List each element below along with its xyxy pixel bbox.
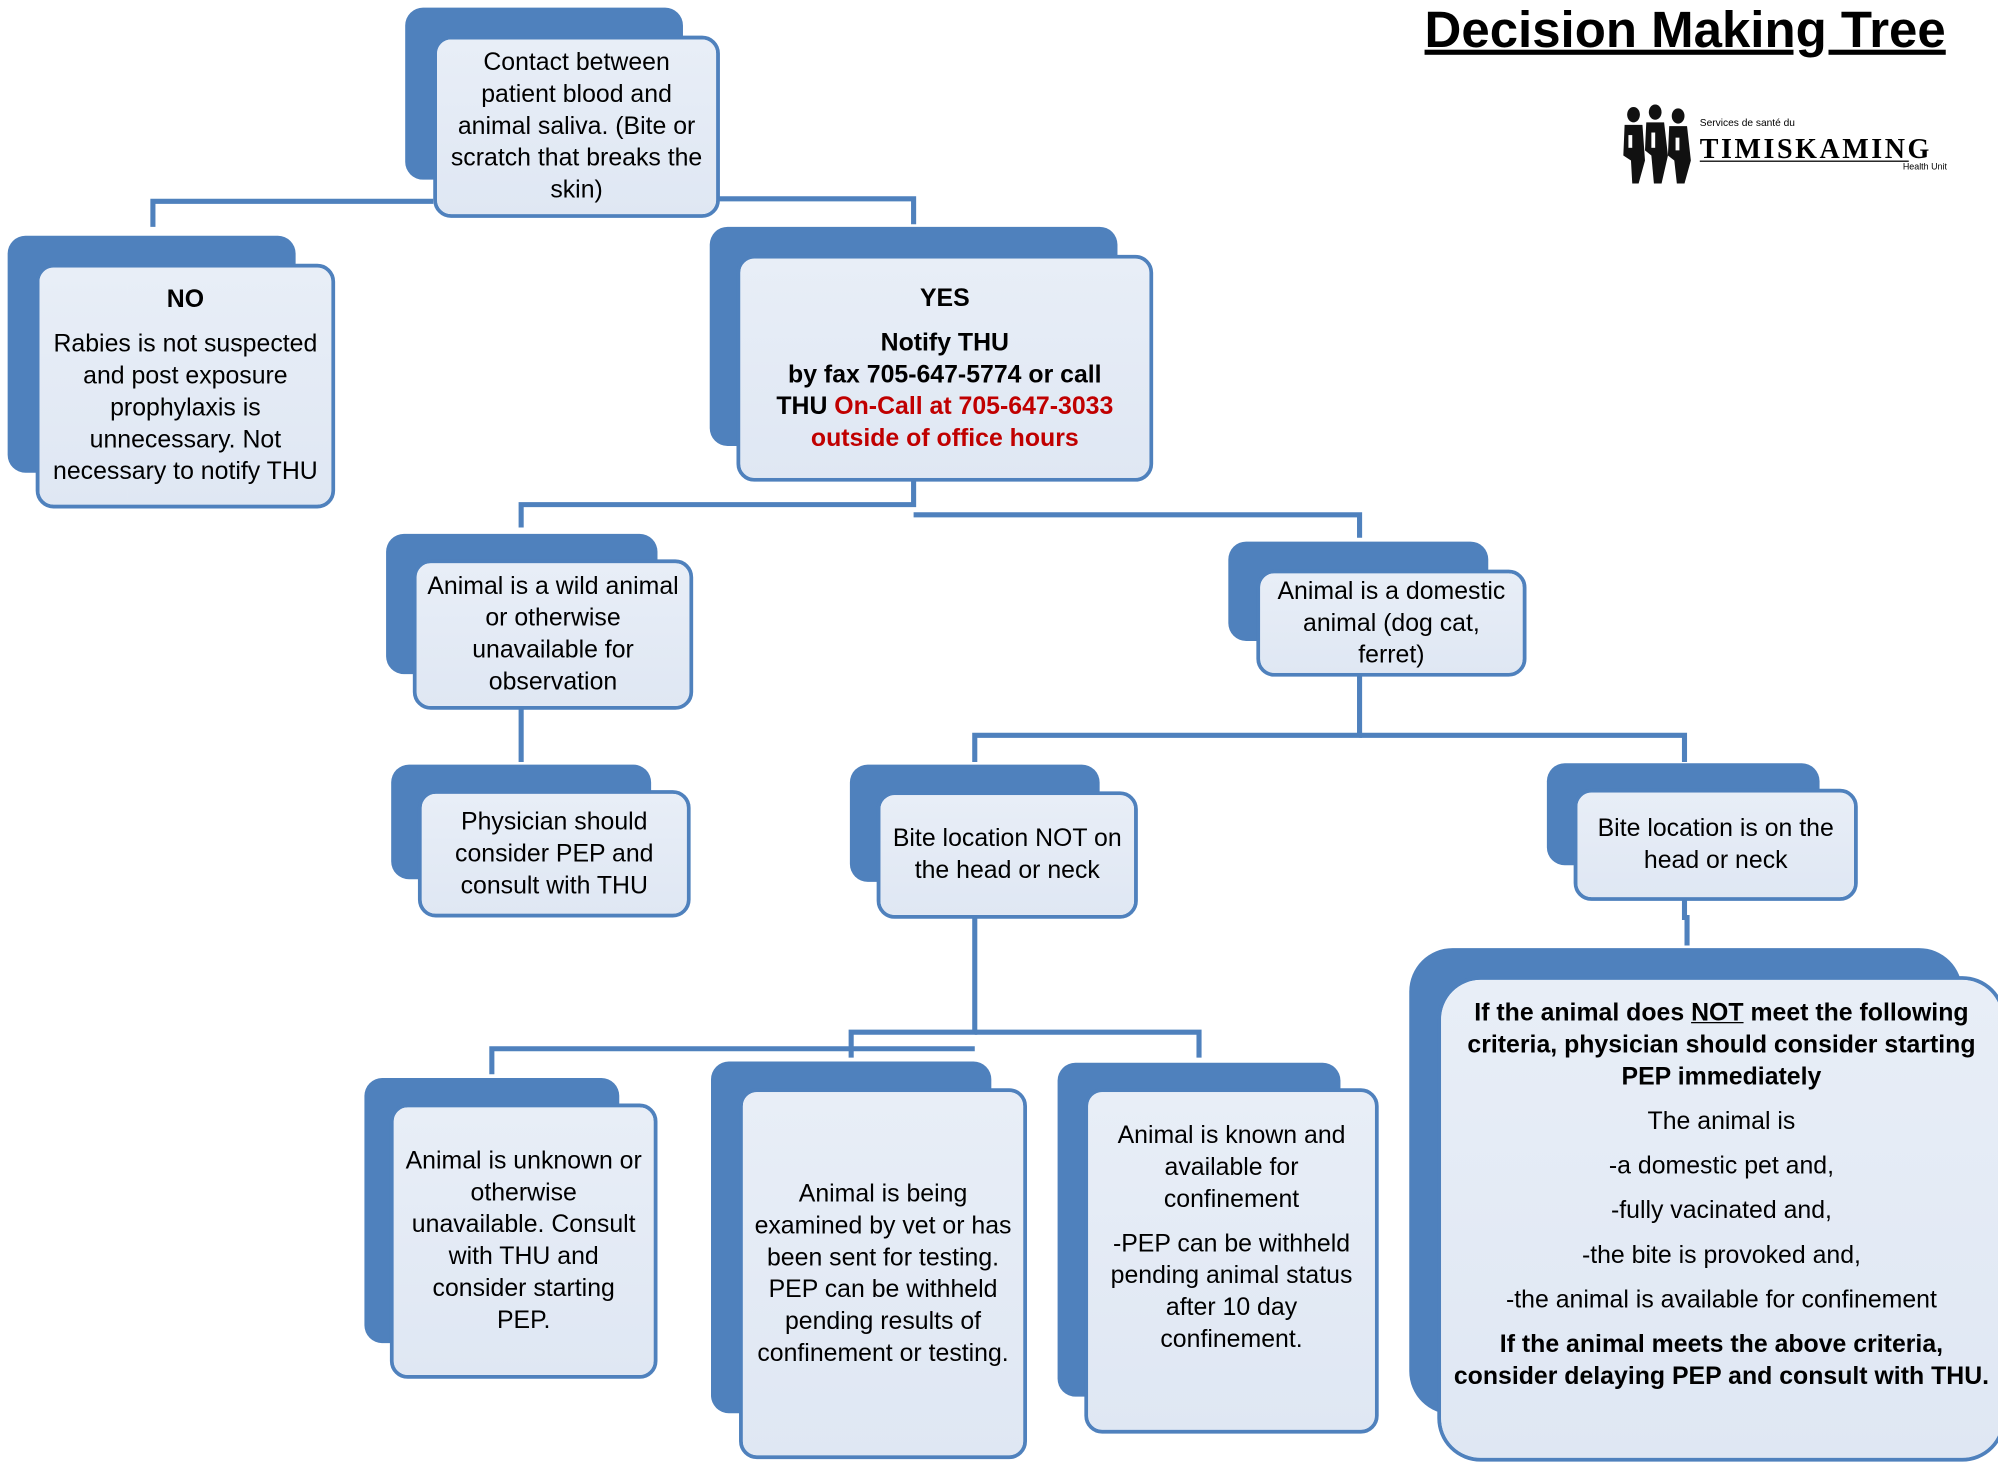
people-figures-icon xyxy=(1623,104,1691,184)
node-yes-line3-prefix: THU xyxy=(776,391,835,420)
connector-nothead-unknown xyxy=(489,1046,975,1075)
node-yes: YES Notify THU by fax 705-647-5774 or ca… xyxy=(709,226,1154,482)
criteria-item: -the bite is provoked and, xyxy=(1581,1241,1861,1270)
node-wild-text: Animal is a wild animal or otherwise una… xyxy=(427,572,679,696)
connector-yes-domestic xyxy=(913,512,1363,538)
connector-contact-yes xyxy=(713,196,917,225)
logo-bottom-line: Health Unit xyxy=(1902,163,1947,173)
logo-name: TIMISKAMING xyxy=(1699,132,1932,165)
node-no-heading: NO xyxy=(166,285,205,314)
node-contact: Contact between patient blood and animal… xyxy=(405,7,720,218)
node-domestic: Animal is a domestic animal (dog cat, fe… xyxy=(1228,541,1527,677)
criteria-intro-prefix: If the animal does xyxy=(1474,999,1692,1028)
criteria-intro-not: NOT xyxy=(1691,999,1744,1028)
node-examined-text: Animal is being examined by vet or has b… xyxy=(754,1179,1012,1367)
node-unknown-text: Animal is unknown or otherwise unavailab… xyxy=(405,1146,642,1335)
connector-contact-no xyxy=(150,198,434,227)
connector-domestic-split xyxy=(972,675,1363,763)
node-known: Animal is known and available for confin… xyxy=(1057,1062,1379,1434)
node-bite-head-text: Bite location is on the head or neck xyxy=(1597,814,1834,875)
node-yes-line2: by fax 705-647-5774 or call xyxy=(788,359,1102,389)
node-criteria: If the animal does NOT meet the followin… xyxy=(1409,948,1998,1462)
connector-head-criteria xyxy=(1681,899,1690,946)
node-contact-text: Contact between patient blood and animal… xyxy=(450,48,703,204)
connector-nothead-known xyxy=(974,1029,1202,1058)
criteria-conclusion: If the animal meets the above criteria, … xyxy=(1453,1330,1990,1391)
node-bite-not-head: Bite location NOT on the head or neck xyxy=(849,764,1138,919)
node-physician: Physician should consider PEP and consul… xyxy=(391,764,691,918)
criteria-item: -fully vacinated and, xyxy=(1610,1196,1832,1225)
node-examined: Animal is being examined by vet or has b… xyxy=(711,1061,1028,1460)
node-no-text: Rabies is not suspected and post exposur… xyxy=(53,330,318,486)
criteria-intro-suffix: meet the following criteria, physician s… xyxy=(1467,999,1976,1091)
criteria-item: -the animal is available for confinement xyxy=(1505,1285,1937,1314)
node-bite-not-head-text: Bite location NOT on the head or neck xyxy=(892,824,1122,885)
connector-yes-wild xyxy=(518,479,917,528)
criteria-item: The animal is xyxy=(1647,1107,1796,1136)
criteria-item: -a domestic pet and, xyxy=(1608,1151,1835,1181)
node-yes-line1: Notify THU xyxy=(880,328,1010,357)
node-known-text2: -PEP can be withheld pending animal stat… xyxy=(1110,1229,1353,1354)
node-no: NO Rabies is not suspected and post expo… xyxy=(7,235,336,509)
connector-nothead-split xyxy=(848,914,978,1058)
node-wild: Animal is a wild animal or otherwise una… xyxy=(386,533,694,710)
page-title: Decision Making Tree xyxy=(1424,2,1946,59)
node-domestic-text: Animal is a domestic animal (dog cat, fe… xyxy=(1277,576,1506,669)
node-known-text1: Animal is known and available for confin… xyxy=(1117,1121,1346,1214)
timiskaming-logo: Services de santé du TIMISKAMING Health … xyxy=(1621,104,1950,186)
node-unknown: Animal is unknown or otherwise unavailab… xyxy=(364,1078,658,1381)
node-yes-after-hours: outside of office hours xyxy=(810,423,1079,452)
node-bite-head: Bite location is on the head or neck xyxy=(1546,763,1858,901)
node-physician-text: Physician should consider PEP and consul… xyxy=(455,807,654,900)
connector-domestic-head xyxy=(1359,732,1688,763)
node-yes-heading: YES xyxy=(919,283,970,312)
logo-top-line: Services de santé du xyxy=(1699,117,1795,129)
logo-rule xyxy=(1699,160,1909,162)
node-yes-oncall: On-Call at 705-647-3033 xyxy=(834,391,1114,420)
